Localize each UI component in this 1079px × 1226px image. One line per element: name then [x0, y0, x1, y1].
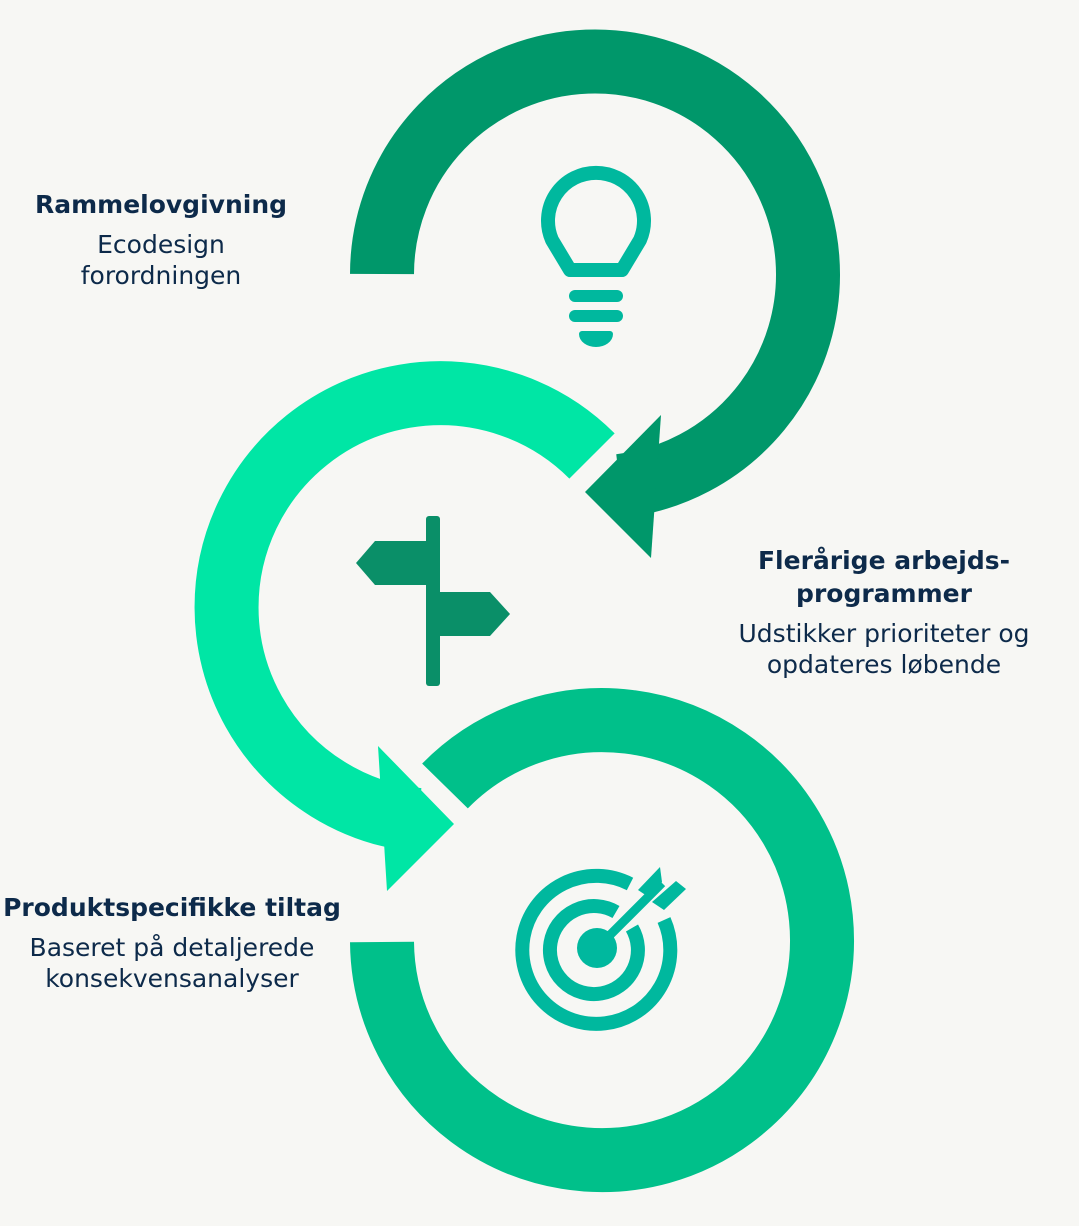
step-1-title: Rammelovgivning	[34, 190, 288, 219]
step-1-description: Ecodesign forordningen	[80, 230, 242, 290]
cycle-arrow-1	[350, 29, 840, 558]
step-3-title: Produktspecifikke tiltag	[3, 893, 341, 922]
step-3-description: Baseret på detaljerede konsekvensanalyse…	[29, 933, 315, 993]
step-2-description: Udstikker prioriteter og opdateres løben…	[738, 619, 1030, 679]
step-2-label: Flerårige arbejds- programmer Udstikker …	[714, 544, 1054, 680]
cycle-arrow-3	[350, 688, 854, 1193]
cycle-arrow-2	[194, 361, 615, 891]
step-2-title: Flerårige arbejds- programmer	[757, 546, 1011, 608]
step-3-label: Produktspecifikke tiltag Baseret på deta…	[2, 891, 342, 994]
target-icon	[515, 867, 686, 1031]
step-1-label: Rammelovgivning Ecodesign forordningen	[20, 188, 302, 291]
lightbulb-icon	[541, 165, 651, 347]
signpost-icon	[356, 516, 510, 686]
